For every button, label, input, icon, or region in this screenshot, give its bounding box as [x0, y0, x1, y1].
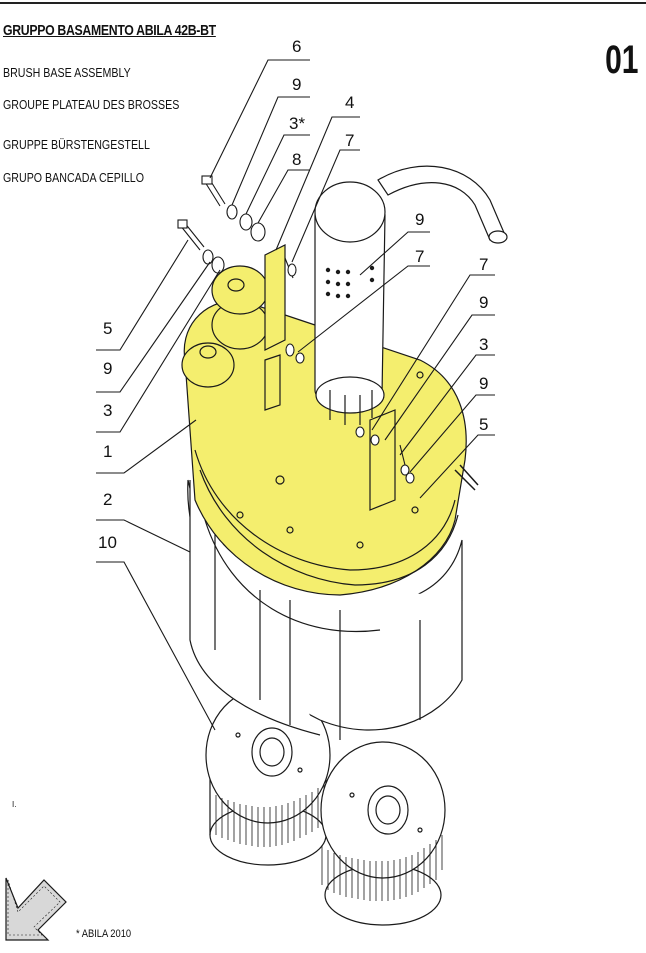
callout-10: 10: [98, 533, 117, 552]
margin-mark: I.: [12, 800, 17, 809]
callout-labels: 6 9 3* 8 4 7 9 7 7 9 3 9 5 5 9 3 1 2 10: [98, 37, 488, 552]
title-italian: GRUPPO BASAMENTO ABILA 42B-BT: [3, 22, 216, 39]
title-german: GRUPPE BÜRSTENGESTELL: [3, 137, 150, 152]
hardware-set-top: [177, 175, 479, 491]
callout-5-right: 5: [479, 415, 488, 434]
leader-lines: [96, 59, 495, 731]
callout-6: 6: [292, 37, 301, 56]
direction-arrow-icon: [5, 877, 67, 941]
callout-2: 2: [103, 490, 112, 509]
top-rule: [0, 2, 646, 4]
page-number: 01: [604, 38, 638, 82]
callout-9-left: 9: [103, 359, 112, 378]
callout-9-motor: 9: [415, 210, 424, 229]
callout-8: 8: [292, 150, 301, 169]
callout-9-top: 9: [292, 75, 301, 94]
title-spanish: GRUPO BANCADA CEPILLO: [3, 170, 145, 185]
callout-3-left: 3: [103, 401, 112, 420]
callout-3-star: 3*: [289, 114, 305, 133]
callout-1: 1: [103, 442, 112, 461]
motor: [314, 181, 386, 425]
brush-right: [320, 741, 446, 926]
copyright-note: * ABILA 2010: [76, 928, 132, 940]
callout-4: 4: [345, 93, 354, 112]
title-english: BRUSH BASE ASSEMBLY: [3, 65, 131, 80]
callout-3-right: 3: [479, 335, 488, 354]
callout-9-right: 9: [479, 293, 488, 312]
callout-7-top: 7: [345, 131, 354, 150]
callout-9-right-low: 9: [479, 374, 488, 393]
callout-5-left: 5: [103, 319, 112, 338]
title-french: GROUPE PLATEAU DES BROSSES: [3, 97, 180, 112]
callout-7-right: 7: [479, 255, 488, 274]
callout-7-mid: 7: [415, 247, 424, 266]
handle-tube: [377, 165, 508, 244]
